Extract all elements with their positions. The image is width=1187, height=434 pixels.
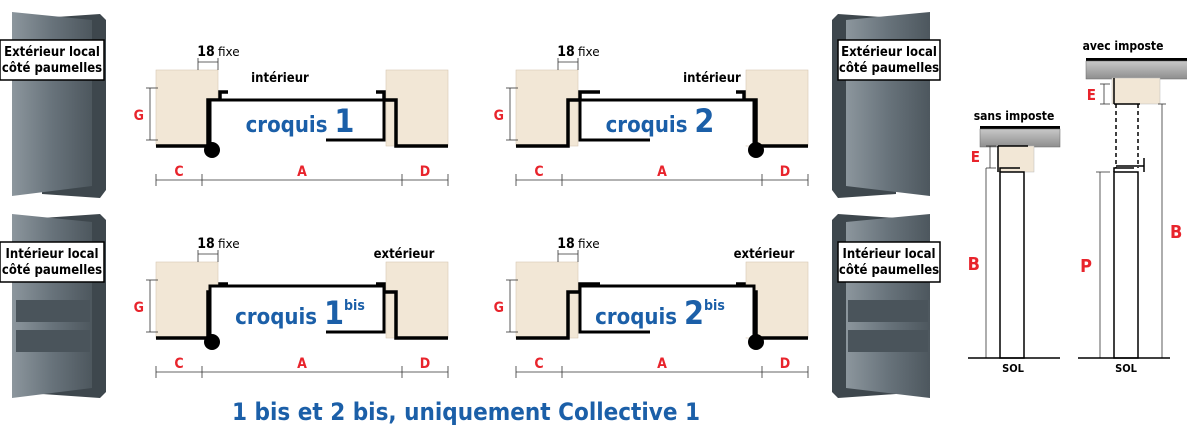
door-label-line2: côté paumelles	[839, 263, 939, 278]
hinge-pivot	[748, 142, 764, 158]
dim-A: A	[297, 164, 307, 180]
door-leaf	[578, 284, 756, 338]
door-label-line1: Extérieur local	[4, 45, 100, 60]
lintel	[1085, 60, 1187, 80]
wall-section	[1111, 77, 1161, 105]
dim-C: C	[534, 164, 543, 180]
door-leaf-outline	[1113, 171, 1139, 359]
door-label-line1: Extérieur local	[841, 45, 937, 60]
door-label-box	[837, 39, 941, 81]
dim-A: A	[297, 356, 307, 372]
dim-C: C	[174, 356, 183, 372]
hinge-pivot	[204, 142, 220, 158]
fixed-value: 18	[557, 44, 575, 60]
dim-G: G	[494, 108, 504, 124]
elevation-title: sans imposte	[974, 109, 1055, 123]
dim-B: B	[968, 254, 980, 275]
dim-P: P	[1080, 256, 1092, 277]
dim-A: A	[657, 356, 667, 372]
door-illustration-bottom-left: Intérieur local côté paumelles	[0, 214, 106, 398]
door-illustration-bottom-right: Intérieur local côté paumelles	[832, 214, 941, 398]
door-label-box	[837, 241, 941, 283]
dim-D: D	[780, 164, 790, 180]
dim-C: C	[534, 356, 543, 372]
frame-left-jamb	[516, 282, 600, 340]
door-illustration-top-right: Extérieur local côté paumelles	[832, 12, 941, 198]
door-leaf	[578, 98, 756, 146]
side-label: extérieur	[374, 247, 435, 262]
footer-note: 1 bis et 2 bis, uniquement Collective 1	[232, 398, 700, 426]
dim-G: G	[134, 300, 144, 316]
dim-G: G	[134, 108, 144, 124]
door-leaf	[208, 284, 386, 338]
fixed-value: 18	[557, 236, 575, 252]
dim-A: A	[657, 164, 667, 180]
elevation-sans-imposte: sans imposte E B SOL	[968, 109, 1061, 375]
door-label-line1: Intérieur local	[843, 247, 936, 262]
hinge-pivot	[204, 334, 220, 350]
door-label-box	[0, 241, 105, 283]
door-label-box	[0, 39, 105, 81]
frame-right-jamb	[376, 90, 448, 148]
fixed-label: fixe	[218, 237, 240, 251]
sketch-title: croquis 1bis	[235, 294, 365, 332]
fixed-value: 18	[197, 44, 215, 60]
elevation-avec-imposte: avec imposte E P B SOL	[1078, 39, 1187, 375]
lintel	[979, 128, 1061, 148]
fixed-label: fixe	[578, 45, 600, 59]
sketch-title: croquis 1	[246, 102, 355, 140]
door-label-line2: côté paumelles	[839, 61, 939, 76]
door-illustration-top-left: Extérieur local côté paumelles	[0, 12, 106, 198]
door-leaf	[208, 98, 386, 146]
side-label: intérieur	[251, 71, 309, 86]
dim-B: B	[1170, 222, 1182, 243]
floor-label: SOL	[1115, 362, 1138, 375]
door-leaf-outline	[999, 171, 1025, 359]
door-label-line1: Intérieur local	[6, 247, 99, 262]
dim-G: G	[494, 300, 504, 316]
fixed-label: fixe	[218, 45, 240, 59]
dim-E: E	[971, 148, 980, 166]
sketch-title: croquis 2bis	[595, 294, 725, 332]
door-label-line2: côté paumelles	[2, 61, 102, 76]
fixed-value: 18	[197, 236, 215, 252]
floor-label: SOL	[1002, 362, 1025, 375]
door-label-line2: côté paumelles	[2, 263, 102, 278]
dim-C: C	[174, 164, 183, 180]
elevation-title: avec imposte	[1083, 39, 1164, 53]
side-label: extérieur	[734, 247, 795, 262]
fixed-label: fixe	[578, 237, 600, 251]
dim-D: D	[420, 356, 430, 372]
dim-E: E	[1087, 86, 1096, 104]
sketch-title: croquis 2	[606, 102, 715, 140]
hinge-pivot	[748, 334, 764, 350]
side-label: intérieur	[683, 71, 741, 86]
frame-right-jamb	[376, 282, 448, 340]
frame-left-jamb	[516, 90, 600, 148]
dim-D: D	[780, 356, 790, 372]
dim-D: D	[420, 164, 430, 180]
